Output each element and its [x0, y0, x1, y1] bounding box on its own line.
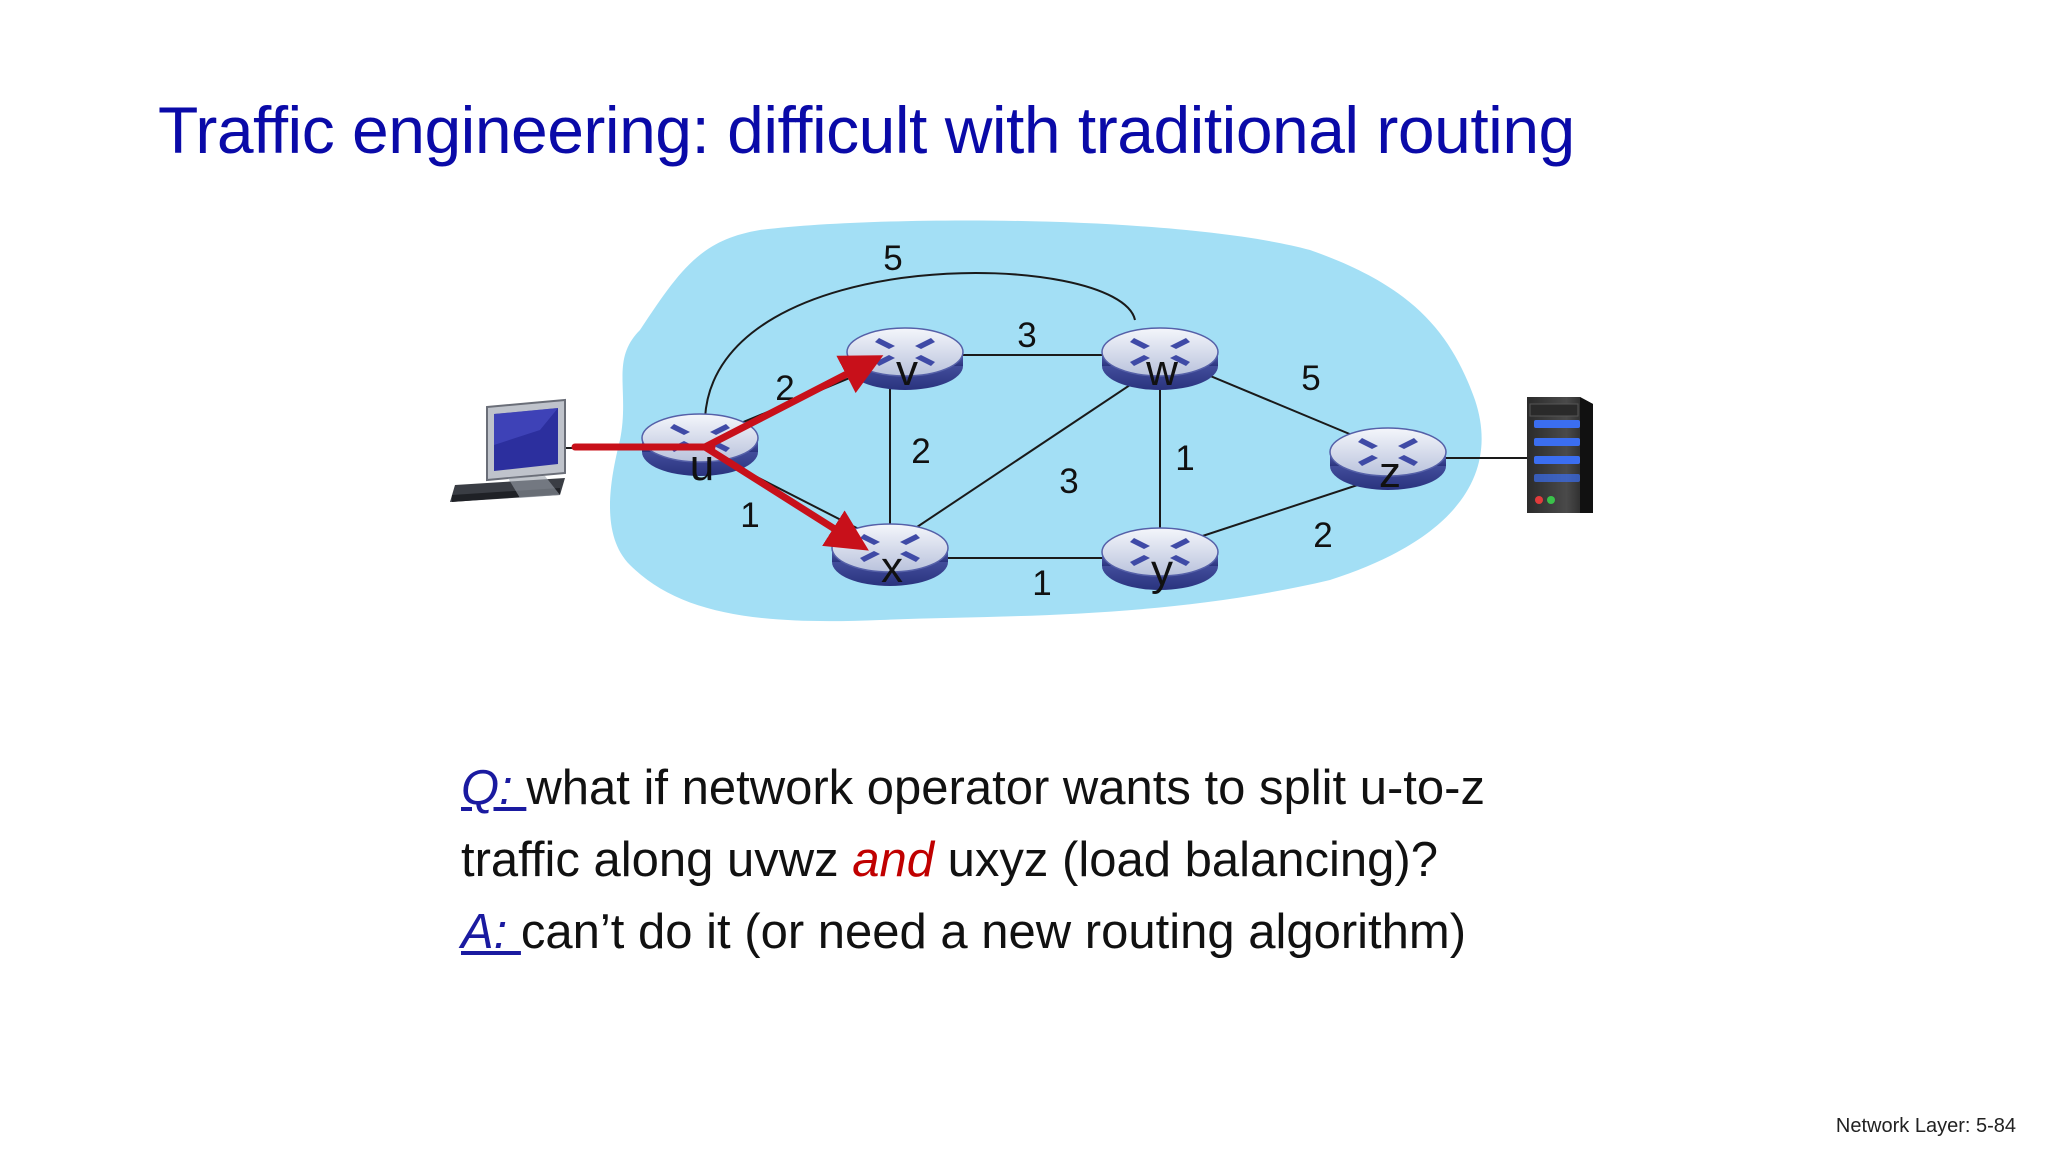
answer-text: can’t do it (or need a new routing algor…	[520, 905, 1467, 959]
question-line-2: traffic along uvwz and uxyz (load balanc…	[461, 824, 1485, 896]
answer-line: A: can’t do it (or need a new routing al…	[461, 896, 1485, 968]
cost-x-y: 1	[1032, 564, 1051, 603]
question-answer-block: Q: what if network operator wants to spl…	[461, 752, 1485, 968]
router-w: w	[1101, 327, 1219, 395]
cost-u-w: 5	[883, 239, 902, 278]
question-line-1: Q: what if network operator wants to spl…	[461, 752, 1485, 824]
question-text-2b: uxyz (load balancing)?	[934, 833, 1438, 887]
question-tag: Q:	[461, 761, 527, 815]
cost-u-v: 2	[775, 369, 794, 408]
cost-w-z: 5	[1301, 359, 1320, 398]
router-y: y	[1101, 527, 1219, 595]
node-label-y: y	[1151, 546, 1173, 595]
cost-x-w: 3	[1059, 462, 1078, 501]
laptop-icon	[450, 398, 566, 502]
highlight-paths	[571, 355, 884, 551]
question-text-1: what if network operator wants to split …	[526, 761, 1485, 815]
link-costs: 5 2 1 3 2 3 1 1 5 2	[740, 239, 1332, 603]
node-label-x: x	[881, 543, 903, 592]
link-u-w	[704, 272, 1136, 419]
slide-title: Traffic engineering: difficult with trad…	[158, 93, 1575, 167]
router-x: x	[831, 523, 949, 592]
highlight-arrow-u-x	[701, 443, 869, 551]
question-emphasis: and	[852, 833, 935, 887]
node-label-z: z	[1379, 448, 1401, 497]
highlight-arrow-u-v	[701, 355, 884, 451]
cost-y-z: 2	[1313, 516, 1332, 555]
router-v: v	[846, 327, 964, 395]
node-label-w: w	[1145, 346, 1178, 395]
cost-v-x: 2	[911, 432, 930, 471]
router-z: z	[1329, 427, 1447, 497]
cost-u-x: 1	[740, 496, 759, 535]
node-label-v: v	[896, 346, 918, 395]
link-x-w	[889, 364, 1161, 546]
server-icon	[1527, 397, 1593, 513]
cost-v-w: 3	[1017, 316, 1036, 355]
slide-footer: Network Layer: 5-84	[1835, 1115, 2016, 1137]
cost-w-y: 1	[1175, 439, 1194, 478]
question-text-2a: traffic along uvwz	[461, 833, 853, 887]
answer-tag: A:	[461, 905, 521, 959]
